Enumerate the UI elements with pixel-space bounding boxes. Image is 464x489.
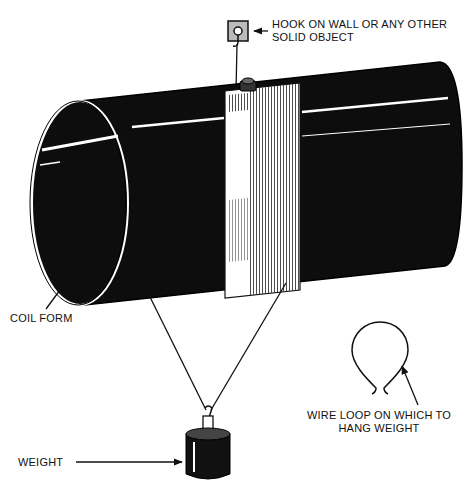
terminal (240, 78, 256, 91)
coil-form (30, 62, 462, 305)
part-label: HOOK ON WALL OR ANY OTHER SOLID OBJECT (270, 17, 460, 45)
leader-arrow (402, 366, 418, 405)
leader-arrow (254, 30, 268, 31)
leader-arrow (76, 461, 182, 462)
part-label: WEIGHT (16, 455, 65, 470)
part-label: COIL FORM (8, 311, 75, 326)
wire-loop (352, 322, 408, 394)
hanging-wire (211, 283, 286, 410)
hanging-wire (150, 297, 206, 410)
part-label: WIRE LOOP ON WHICH TO HANG WEIGHT (298, 408, 460, 436)
weight (186, 406, 230, 479)
coil-winding (225, 83, 300, 298)
leader-line (46, 290, 60, 309)
wall-hook (228, 21, 248, 46)
